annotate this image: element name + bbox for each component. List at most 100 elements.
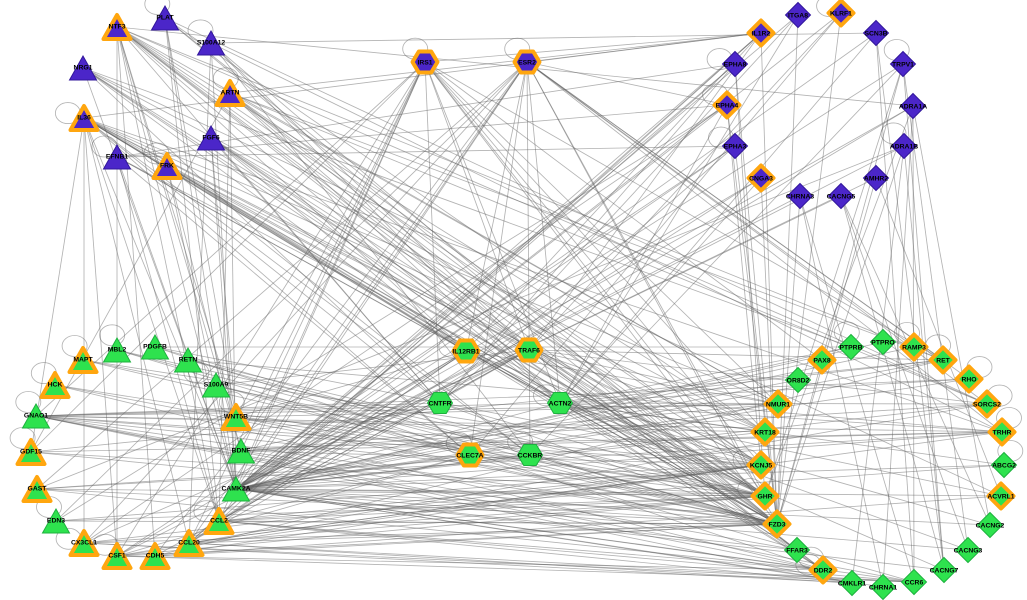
- node-IL1R2[interactable]: IL1R2: [746, 18, 776, 48]
- node-shape-dia[interactable]: [899, 332, 929, 362]
- node-shape-hex[interactable]: [512, 49, 542, 75]
- node-shape-tri[interactable]: [68, 54, 98, 81]
- node-shape-hex[interactable]: [516, 444, 544, 466]
- node-CNGA3[interactable]: CNGA3: [746, 163, 776, 193]
- node-shape-tri[interactable]: [201, 371, 231, 398]
- node-shape-hex[interactable]: [410, 49, 440, 75]
- node-SCN3B[interactable]: SCN3B: [862, 19, 890, 47]
- node-shape-tri[interactable]: [39, 371, 71, 399]
- node-ADRA1A[interactable]: ADRA1A: [899, 92, 927, 120]
- node-shape-dia[interactable]: [837, 333, 865, 361]
- node-MBL2[interactable]: MBL2: [102, 336, 132, 363]
- node-ABCG2[interactable]: ABCG2: [990, 451, 1018, 479]
- node-CACNG3[interactable]: CACNG3: [954, 536, 983, 564]
- node-EDN3[interactable]: EDN3: [41, 507, 71, 534]
- node-shape-tri[interactable]: [67, 346, 99, 374]
- node-FRK[interactable]: FRK: [151, 152, 183, 180]
- node-ITGA8[interactable]: ITGA8: [784, 1, 812, 29]
- node-shape-dia[interactable]: [889, 50, 917, 78]
- node-CCL20[interactable]: CCL20: [173, 529, 205, 557]
- node-shape-dia[interactable]: [786, 182, 814, 210]
- node-shape-dia[interactable]: [712, 90, 742, 120]
- node-shape-hex[interactable]: [455, 442, 485, 468]
- node-PDGFB[interactable]: PDGFB: [140, 333, 170, 360]
- node-NRG1[interactable]: NRG1: [68, 54, 98, 81]
- node-CCL2[interactable]: CCL2: [203, 507, 235, 535]
- node-shape-tri[interactable]: [226, 437, 256, 464]
- node-RETN[interactable]: RETN: [173, 346, 203, 373]
- node-shape-tri[interactable]: [214, 79, 246, 107]
- node-ARTN[interactable]: ARTN: [214, 79, 246, 107]
- node-DDR2[interactable]: DDR2: [808, 555, 838, 585]
- node-shape-tri[interactable]: [101, 13, 133, 41]
- node-CHRNA3[interactable]: CHRNA3: [786, 182, 815, 210]
- node-PTPRO[interactable]: PTPRO: [869, 328, 897, 356]
- node-CACNG5[interactable]: CACNG5: [827, 182, 856, 210]
- node-shape-dia[interactable]: [890, 132, 918, 160]
- node-CAMK2A[interactable]: CAMK2A: [221, 475, 251, 502]
- node-shape-tri[interactable]: [173, 529, 205, 557]
- node-OR8D2[interactable]: OR8D2: [784, 366, 812, 394]
- node-shape-dia[interactable]: [928, 345, 958, 375]
- node-RAMP3[interactable]: RAMP3: [899, 332, 929, 362]
- node-shape-dia[interactable]: [869, 328, 897, 356]
- node-shape-hex[interactable]: [546, 392, 574, 414]
- node-shape-tri[interactable]: [220, 403, 252, 431]
- node-shape-tri[interactable]: [140, 333, 170, 360]
- node-shape-dia[interactable]: [954, 364, 984, 394]
- node-GDF15[interactable]: GDF15: [15, 438, 47, 466]
- node-shape-dia[interactable]: [746, 163, 776, 193]
- node-shape-tri[interactable]: [196, 124, 226, 151]
- node-shape-dia[interactable]: [783, 536, 811, 564]
- node-PTPRB[interactable]: PTPRB: [837, 333, 865, 361]
- node-ESR2[interactable]: ESR2: [512, 49, 542, 75]
- node-KCNJ5[interactable]: KCNJ5: [746, 450, 776, 480]
- node-shape-tri[interactable]: [68, 529, 100, 557]
- node-shape-dia[interactable]: [826, 0, 856, 28]
- node-shape-dia[interactable]: [784, 366, 812, 394]
- node-shape-tri[interactable]: [221, 475, 251, 502]
- node-TRAF6[interactable]: TRAF6: [514, 337, 544, 363]
- node-shape-dia[interactable]: [987, 417, 1017, 447]
- node-ACTN2[interactable]: ACTN2: [546, 392, 574, 414]
- node-CCR6[interactable]: CCR6: [900, 568, 928, 596]
- node-CLEC7A[interactable]: CLEC7A: [455, 442, 485, 468]
- node-shape-dia[interactable]: [862, 164, 890, 192]
- node-shape-dia[interactable]: [746, 18, 776, 48]
- node-GAST[interactable]: GAST: [21, 475, 53, 503]
- node-RET[interactable]: RET: [928, 345, 958, 375]
- node-KRT18[interactable]: KRT18: [750, 417, 780, 447]
- node-MAPT[interactable]: MAPT: [67, 346, 99, 374]
- node-CACNG7[interactable]: CACNG7: [930, 556, 959, 584]
- node-CX3CL1[interactable]: CX3CL1: [68, 529, 100, 557]
- node-PAX8[interactable]: PAX8: [807, 345, 837, 375]
- node-EPHA3[interactable]: EPHA3: [721, 132, 749, 160]
- node-GNAO1[interactable]: GNAO1: [21, 402, 51, 429]
- node-shape-tri[interactable]: [41, 507, 71, 534]
- node-GHR[interactable]: GHR: [750, 481, 780, 511]
- node-S100A12[interactable]: S100A12: [196, 29, 226, 56]
- node-shape-tri[interactable]: [196, 29, 226, 56]
- node-shape-dia[interactable]: [762, 509, 792, 539]
- node-shape-dia[interactable]: [976, 511, 1004, 539]
- node-shape-dia[interactable]: [838, 569, 866, 597]
- node-shape-dia[interactable]: [862, 19, 890, 47]
- node-shape-dia[interactable]: [721, 50, 749, 78]
- node-NTF3[interactable]: NTF3: [101, 13, 133, 41]
- node-shape-dia[interactable]: [986, 481, 1016, 511]
- node-shape-tri[interactable]: [101, 542, 133, 570]
- node-EPHA8[interactable]: EPHA8: [721, 50, 749, 78]
- node-KLRF1[interactable]: KLRF1: [826, 0, 856, 28]
- node-shape-dia[interactable]: [746, 450, 776, 480]
- node-shape-dia[interactable]: [900, 568, 928, 596]
- node-CDH5[interactable]: CDH5: [139, 542, 171, 570]
- node-ACVRL1[interactable]: ACVRL1: [986, 481, 1016, 511]
- node-WNT5B[interactable]: WNT5B: [220, 403, 252, 431]
- node-shape-hex[interactable]: [514, 337, 544, 363]
- node-shape-tri[interactable]: [102, 143, 132, 170]
- node-shape-dia[interactable]: [808, 555, 838, 585]
- node-S100A9[interactable]: S100A9: [201, 371, 231, 398]
- node-IL12RB1[interactable]: IL12RB1: [451, 338, 481, 364]
- node-shape-dia[interactable]: [750, 417, 780, 447]
- node-PLAT[interactable]: PLAT: [150, 4, 180, 31]
